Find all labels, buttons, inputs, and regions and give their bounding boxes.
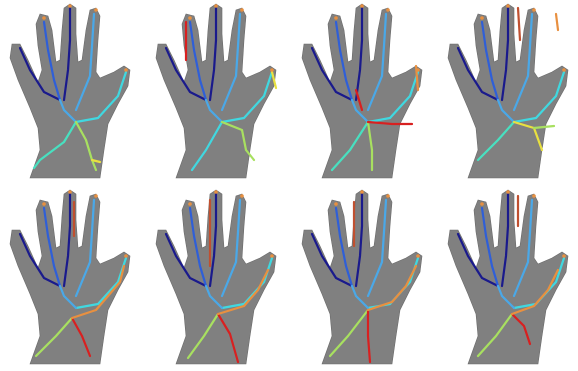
fingertip-marker — [360, 190, 364, 194]
hand-skeleton-svg — [146, 0, 290, 185]
fingertip-marker — [532, 8, 536, 12]
fingertip-marker — [214, 190, 218, 194]
hand-skeleton-svg — [146, 186, 290, 371]
fingertip-marker — [506, 4, 510, 8]
hand-panel — [146, 186, 290, 371]
hand-panel — [292, 186, 436, 371]
hand-skeleton-svg — [0, 186, 144, 371]
hand-panel — [438, 0, 578, 185]
fingertip-marker — [68, 190, 72, 194]
fingertip-marker — [270, 68, 274, 72]
fingertip-marker — [334, 16, 338, 20]
hand-panel — [438, 186, 578, 371]
fingertip-marker — [532, 194, 536, 198]
fingertip-marker — [124, 68, 128, 72]
fingertip-marker — [416, 254, 420, 258]
hand-panel — [292, 0, 436, 185]
hand-skeleton-svg — [292, 0, 436, 185]
fingertip-marker — [124, 254, 128, 258]
hand-panel — [146, 0, 290, 185]
fingertip-marker — [416, 68, 420, 72]
hand-panel — [0, 0, 144, 185]
fingertip-marker — [68, 4, 72, 8]
fingertip-marker — [480, 202, 484, 206]
fingertip-marker — [334, 202, 338, 206]
fingertip-marker — [94, 8, 98, 12]
hand-panel — [0, 186, 144, 371]
fingertip-marker — [42, 202, 46, 206]
fingertip-marker — [42, 16, 46, 20]
fingertip-marker — [562, 68, 566, 72]
fingertip-marker — [270, 254, 274, 258]
hand-skeleton-svg — [438, 186, 578, 371]
fingertip-marker — [386, 194, 390, 198]
hand-skeleton-svg — [0, 0, 144, 185]
fingertip-marker — [240, 194, 244, 198]
hand-skeleton-svg — [438, 0, 578, 185]
fingertip-marker — [188, 202, 192, 206]
skeleton-segment — [556, 14, 558, 30]
skeleton-segment — [518, 8, 520, 40]
fingertip-marker — [480, 16, 484, 20]
fingertip-marker — [360, 4, 364, 8]
fingertip-marker — [94, 194, 98, 198]
fingertip-marker — [562, 254, 566, 258]
fingertip-marker — [214, 4, 218, 8]
fingertip-marker — [188, 16, 192, 20]
hand-skeleton-svg — [292, 186, 436, 371]
fingertip-marker — [386, 8, 390, 12]
fingertip-marker — [240, 8, 244, 12]
fingertip-marker — [506, 190, 510, 194]
